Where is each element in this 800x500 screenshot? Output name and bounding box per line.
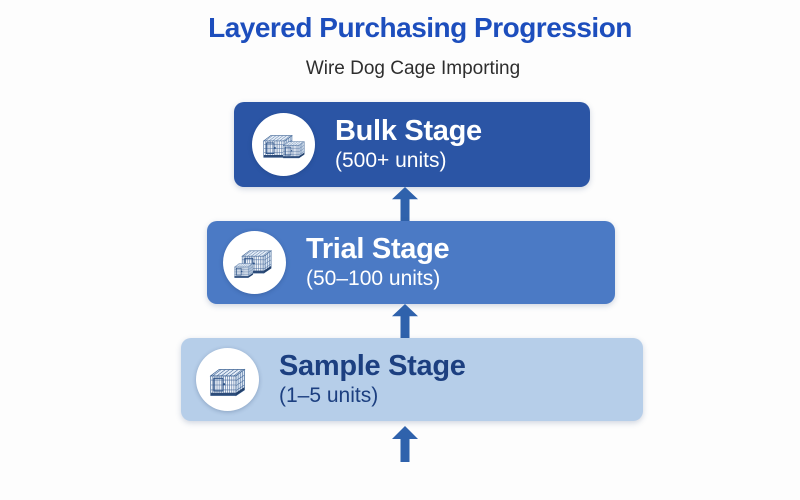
stage-label: Sample Stage xyxy=(279,350,466,382)
wire-dog-cage-icon xyxy=(262,134,305,158)
page-subtitle: Wire Dog Cage Importing xyxy=(305,58,521,79)
up-arrow-icon xyxy=(392,426,418,462)
wire-dog-cage-icon xyxy=(233,249,272,278)
wire-dog-cage-icon xyxy=(209,368,245,396)
stage-text-block: Bulk Stage (500+ units) xyxy=(315,115,482,174)
stage-label: Trial Stage xyxy=(306,233,450,265)
stage-units: (1–5 units) xyxy=(279,384,379,407)
stage-bar-bulk: Bulk Stage (500+ units) xyxy=(234,102,590,187)
up-arrow-icon xyxy=(392,187,418,221)
stage-units: (500+ units) xyxy=(335,149,447,172)
stage-text-block: Trial Stage (50–100 units) xyxy=(286,233,450,292)
up-arrow-icon xyxy=(392,304,418,338)
stage-units: (50–100 units) xyxy=(306,267,441,290)
stage-label: Bulk Stage xyxy=(335,115,482,147)
stage-icon-badge xyxy=(196,348,259,411)
stage-bar-sample: Sample Stage (1–5 units) xyxy=(181,338,643,421)
stage-icon-badge xyxy=(223,231,286,294)
stage-icon-badge xyxy=(252,113,315,176)
stage-bar-trial: Trial Stage (50–100 units) xyxy=(207,221,615,304)
stage-text-block: Sample Stage (1–5 units) xyxy=(259,350,466,409)
page-title: Layered Purchasing Progression xyxy=(208,12,632,43)
